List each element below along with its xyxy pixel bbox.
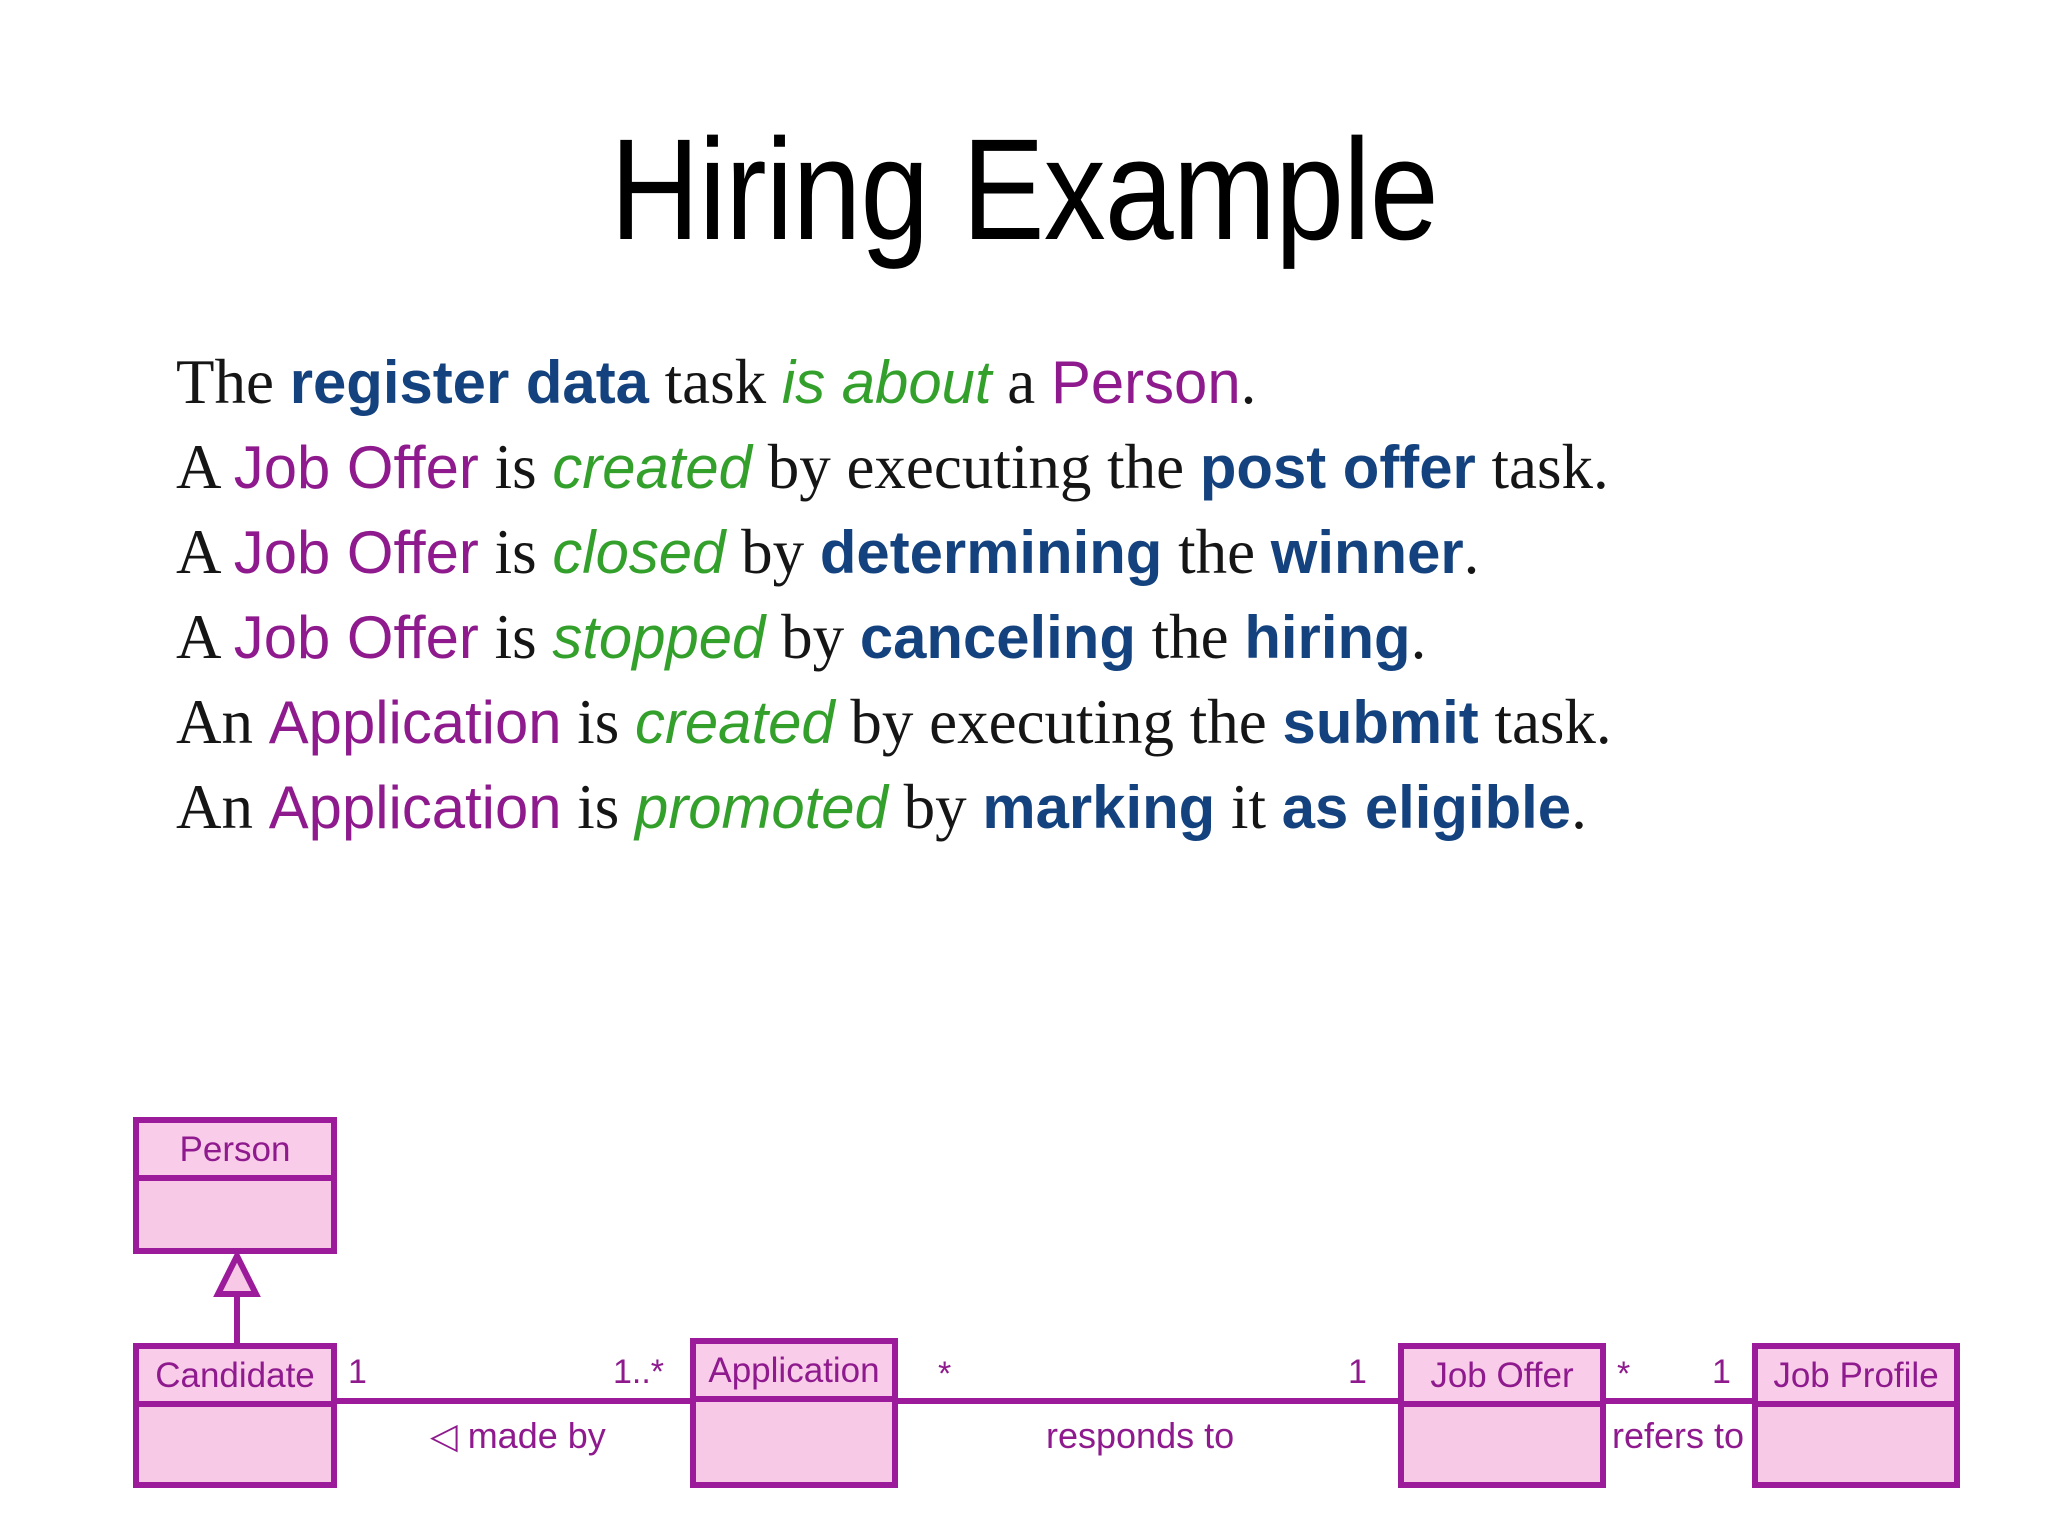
statement-line-5: An Application is created by executing t… — [176, 680, 1976, 765]
statement-line-6-part-2: is — [561, 772, 636, 842]
statement-line-4-part-5: canceling — [859, 604, 1136, 671]
statement-line-3: A Job Offer is closed by determining the… — [176, 510, 1976, 595]
uml-class-job-offer-attributes — [1404, 1407, 1600, 1482]
uml-class-job-offer-name: Job Offer — [1404, 1349, 1600, 1407]
statement-line-5-part-1: Application — [268, 689, 562, 756]
statement-line-5-part-5: submit — [1282, 689, 1479, 756]
uml-class-person[interactable]: Person — [133, 1117, 337, 1254]
statement-line-6-part-5: marking — [982, 774, 1216, 841]
statement-line-4-part-2: is — [478, 602, 553, 672]
multiplicity-candidate-made-by: 1 — [348, 1353, 367, 1391]
statement-line-3-part-3: closed — [552, 519, 726, 586]
statement-list: The register data task is about a Person… — [176, 340, 1976, 850]
multiplicity-application-made-by: 1..* — [613, 1353, 665, 1391]
statement-line-3-part-2: is — [478, 517, 553, 587]
statement-line-3-part-7: winner — [1270, 519, 1464, 586]
statement-line-2-part-5: post offer — [1199, 434, 1476, 501]
statement-line-2: A Job Offer is created by executing the … — [176, 425, 1976, 510]
statement-line-4-part-8: . — [1410, 602, 1427, 672]
statement-line-1-part-0: The — [176, 347, 290, 417]
statement-line-3-part-4: by — [725, 517, 820, 587]
statement-line-5-part-2: is — [561, 687, 636, 757]
statement-line-1: The register data task is about a Person… — [176, 340, 1976, 425]
association-label-made-by: ◁ made by — [430, 1415, 606, 1456]
statement-line-1-part-5: Person — [1050, 349, 1241, 416]
statement-line-6-part-8: . — [1571, 772, 1587, 842]
statement-line-6-part-7: as eligible — [1281, 774, 1572, 841]
uml-class-job-profile[interactable]: Job Profile — [1752, 1343, 1960, 1488]
statement-line-2-part-3: created — [552, 434, 752, 501]
uml-class-candidate-name: Candidate — [139, 1349, 331, 1407]
uml-class-candidate[interactable]: Candidate — [133, 1343, 337, 1488]
statement-line-4-part-6: the — [1135, 602, 1245, 672]
association-line-responds-to[interactable] — [898, 1398, 1398, 1404]
statement-line-3-part-6: the — [1162, 517, 1271, 587]
statement-line-2-part-1: Job Offer — [233, 434, 479, 501]
uml-class-application[interactable]: Application — [690, 1338, 898, 1488]
statement-line-2-part-0: A — [176, 432, 234, 502]
uml-class-job-offer[interactable]: Job Offer — [1398, 1343, 1606, 1488]
multiplicity-application-responds-to: * — [938, 1355, 952, 1393]
statement-line-4-part-7: hiring — [1244, 604, 1411, 671]
statement-line-3-part-5: determining — [819, 519, 1163, 586]
statement-line-3-part-8: . — [1463, 517, 1480, 587]
statement-line-6-part-4: by — [887, 772, 983, 842]
statement-line-1-part-1: register data — [289, 349, 649, 416]
statement-line-1-part-4: a — [991, 347, 1051, 417]
statement-line-3-part-0: A — [176, 517, 234, 587]
multiplicity-job-profile-refers-to: 1 — [1712, 1353, 1731, 1391]
uml-class-candidate-attributes — [139, 1407, 331, 1482]
statement-line-3-part-1: Job Offer — [233, 519, 479, 586]
statement-line-4-part-4: by — [765, 602, 860, 672]
association-label-refers-to: refers to — [1612, 1415, 1745, 1456]
multiplicity-job-offer-refers-to: * — [1617, 1355, 1631, 1393]
statement-line-1-part-6: . — [1240, 347, 1257, 417]
generalization-candidate-to-person[interactable] — [200, 1249, 280, 1350]
association-line-refers-to[interactable] — [1606, 1398, 1752, 1404]
statement-line-2-part-2: is — [478, 432, 553, 502]
statement-line-6-part-0: An — [176, 772, 269, 842]
statement-line-6: An Application is promoted by marking it… — [176, 765, 1976, 850]
statement-line-1-part-2: task — [648, 347, 782, 417]
statement-line-5-part-6: task. — [1478, 687, 1612, 757]
statement-line-6-part-3: promoted — [635, 774, 888, 841]
statement-line-5-part-4: by executing the — [834, 687, 1283, 757]
statement-line-2-part-6: task. — [1475, 432, 1609, 502]
uml-class-person-name: Person — [139, 1123, 331, 1181]
uml-class-application-name: Application — [696, 1344, 892, 1402]
statement-line-2-part-4: by executing the — [751, 432, 1200, 502]
association-label-responds-to: responds to — [1046, 1415, 1235, 1456]
uml-class-application-attributes — [696, 1402, 892, 1482]
statement-line-5-part-3: created — [635, 689, 835, 756]
statement-line-4-part-3: stopped — [552, 604, 766, 671]
association-line-made-by[interactable] — [337, 1398, 690, 1404]
statement-line-4-part-0: A — [176, 602, 234, 672]
statement-line-6-part-1: Application — [268, 774, 562, 841]
uml-class-job-profile-attributes — [1758, 1407, 1954, 1482]
page-title: Hiring Example — [610, 109, 1438, 270]
uml-class-job-profile-name: Job Profile — [1758, 1349, 1954, 1407]
statement-line-6-part-6: it — [1215, 772, 1282, 842]
multiplicity-job-offer-responds-to: 1 — [1348, 1353, 1367, 1391]
uml-class-person-attributes — [139, 1181, 331, 1248]
statement-line-1-part-3: is about — [781, 349, 992, 416]
statement-line-4-part-1: Job Offer — [233, 604, 479, 671]
statement-line-5-part-0: An — [176, 687, 269, 757]
statement-line-4: A Job Offer is stopped by canceling the … — [176, 595, 1976, 680]
